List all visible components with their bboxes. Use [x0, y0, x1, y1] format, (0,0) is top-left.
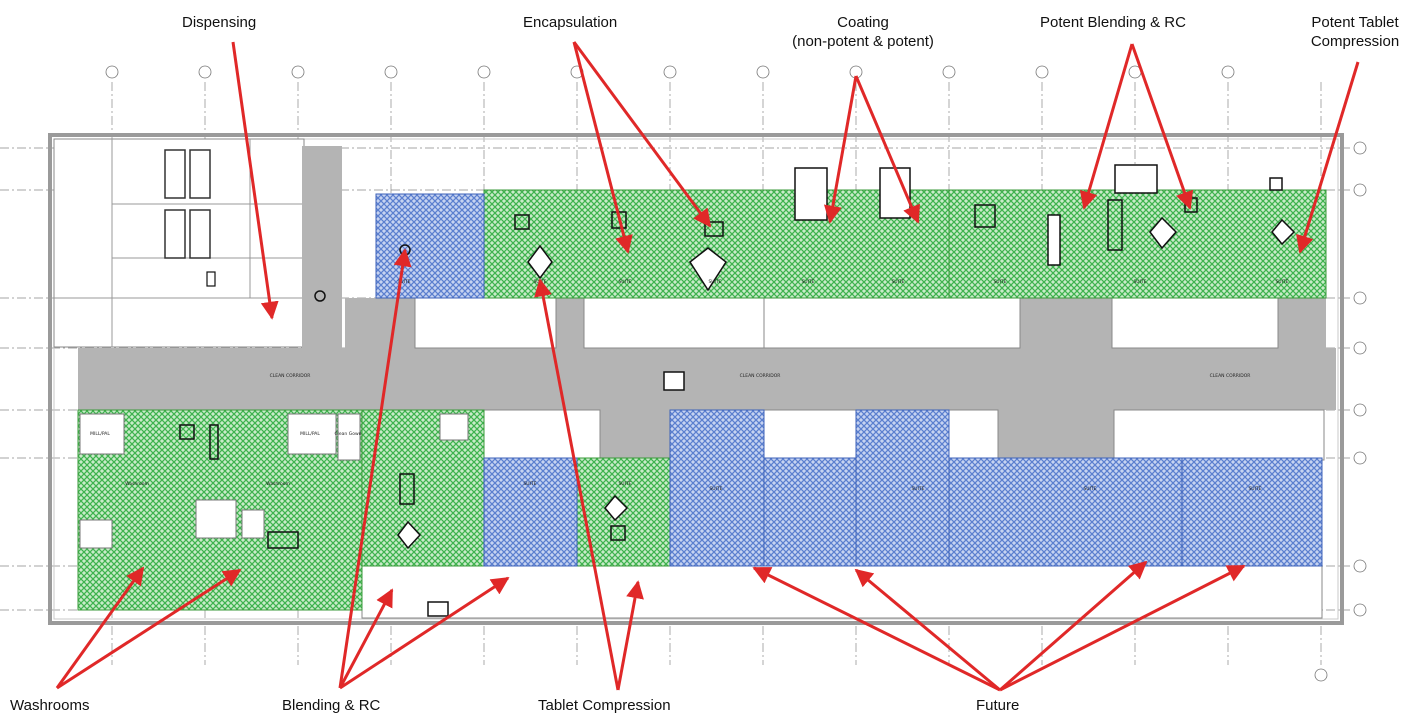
label-coating: Coating (non-potent & potent) — [783, 13, 943, 51]
label-future: Future — [976, 697, 1020, 714]
blue-zones — [375, 193, 1323, 567]
arrow-future-4 — [999, 564, 1246, 692]
arrow-washrooms-2 — [56, 568, 242, 690]
room-rows — [361, 297, 1325, 619]
label-dispensing: Dispensing — [182, 14, 257, 31]
arrow-dispensing — [231, 41, 279, 320]
suite-label-10: SUITE — [523, 481, 536, 487]
label-blending: Blending & RC — [282, 697, 381, 714]
arrow-blending-3 — [339, 576, 510, 690]
suite-label-11: SUITE — [618, 481, 631, 487]
label-encapsulation: Encapsulation — [523, 14, 618, 31]
label-potent-tablet-line1: Potent Tablet — [1311, 14, 1399, 31]
potent-zone — [948, 189, 1327, 299]
room-labels: CLEAN CORRIDOR CLEAN CORRIDOR CLEAN CORR… — [90, 279, 1289, 492]
mill-label-2: MILL/PAL — [300, 431, 320, 437]
arrow-blending-1 — [338, 248, 412, 689]
cleaner-label: Clean Gown — [335, 431, 362, 437]
suite-label-14: SUITE — [1083, 486, 1096, 492]
arrow-tablet-2 — [616, 580, 644, 691]
arrow-washrooms-1 — [55, 566, 145, 689]
arrow-future-1 — [752, 566, 1001, 692]
arrow-encapsulation-2 — [572, 41, 712, 228]
mill-label-1: MILL/PAL — [90, 431, 110, 437]
arrow-potent-blending-2 — [1130, 43, 1194, 210]
suite-label-1: SUITE — [397, 279, 410, 285]
label-coating-line1: Coating — [837, 14, 889, 31]
washroom-label-2: Washroom — [266, 481, 290, 487]
suite-label-5: SUITE — [801, 279, 814, 285]
arrow-tablet-1 — [534, 278, 620, 691]
suite-label-12: SUITE — [709, 486, 722, 492]
clean-corridor-label-1: CLEAN CORRIDOR — [270, 373, 311, 379]
label-potent-blending: Potent Blending & RC — [1040, 14, 1186, 31]
suite-label-4: SUITE — [708, 279, 721, 285]
label-potent-tablet: Potent Tablet Compression — [1300, 13, 1410, 51]
suite-label-6: SUITE — [891, 279, 904, 285]
suite-label-3: SUITE — [618, 279, 631, 285]
callout-arrows — [55, 41, 1360, 692]
clean-corridor-label-3: CLEAN CORRIDOR — [1210, 373, 1251, 379]
arrow-coating-2 — [854, 75, 920, 224]
suite-label-13: SUITE — [911, 486, 924, 492]
label-washrooms: Washrooms — [10, 697, 90, 714]
suite-label-8: SUITE — [1133, 279, 1146, 285]
arrow-encapsulation-1 — [572, 41, 633, 254]
label-coating-line2: (non-potent & potent) — [792, 33, 934, 50]
suite-label-15: SUITE — [1248, 486, 1261, 492]
arrow-potent-tablet — [1296, 61, 1360, 254]
arrow-potent-blending-1 — [1079, 43, 1134, 210]
arrow-future-3 — [999, 560, 1148, 692]
suite-label-7: SUITE — [993, 279, 1006, 285]
washroom-rooms — [79, 413, 469, 549]
clean-corridor-label-2: CLEAN CORRIDOR — [740, 373, 781, 379]
suite-label-9: SUITE — [1275, 279, 1288, 285]
corridors — [78, 146, 1336, 460]
arrow-blending-2 — [338, 588, 394, 689]
label-tablet-compression: Tablet Compression — [538, 697, 671, 714]
label-potent-tablet-line2: Compression — [1310, 33, 1400, 50]
washroom-label-1: Washroom — [125, 481, 149, 487]
grid-bubbles — [105, 65, 1367, 682]
arrow-coating-1 — [823, 75, 858, 224]
arrow-future-2 — [854, 568, 1001, 692]
